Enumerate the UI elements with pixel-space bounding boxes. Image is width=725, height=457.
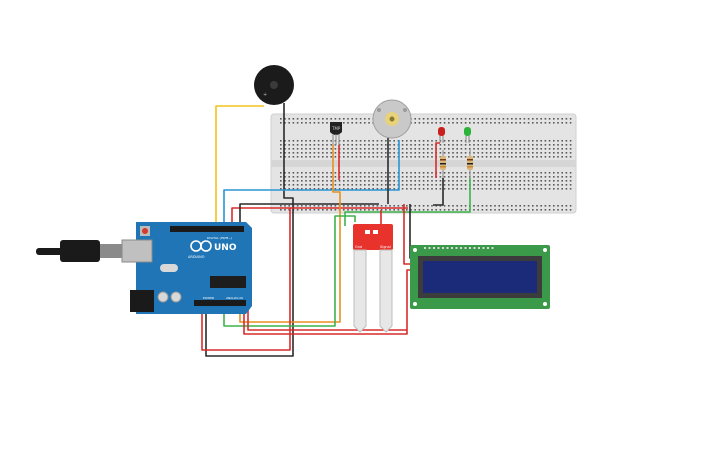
svg-text:TMP: TMP bbox=[331, 126, 341, 131]
breadboard[interactable] bbox=[270, 113, 577, 214]
lcd-screen bbox=[423, 261, 537, 293]
board-logo-text: UNO bbox=[214, 243, 237, 253]
led-red[interactable] bbox=[438, 127, 445, 143]
svg-text:+: + bbox=[263, 92, 267, 98]
wire-orange bbox=[239, 145, 341, 323]
piezo-buzzer[interactable]: + bbox=[254, 65, 294, 105]
lcd-pins bbox=[424, 247, 494, 249]
wire-green-sensor bbox=[223, 215, 356, 327]
led-green[interactable] bbox=[464, 127, 471, 143]
resistor-1[interactable] bbox=[440, 150, 446, 178]
wire-green-top bbox=[344, 178, 471, 226]
board-brand-text: ARDUINO bbox=[188, 255, 205, 259]
arduino-logo bbox=[190, 240, 212, 252]
board-power-label: POWER bbox=[203, 296, 214, 300]
wire-black-top bbox=[239, 203, 379, 226]
wire-red-lcd-3 bbox=[247, 310, 407, 331]
wires bbox=[201, 103, 471, 357]
temperature-sensor[interactable]: TMP bbox=[330, 122, 342, 145]
resistor-2[interactable] bbox=[467, 150, 473, 178]
wire-red-top bbox=[231, 207, 408, 226]
dc-motor[interactable] bbox=[372, 99, 412, 139]
wire-red-bottom bbox=[201, 208, 291, 351]
wire-red-lcd bbox=[403, 204, 412, 265]
wire-black-buzzer bbox=[205, 103, 294, 357]
wire-blue bbox=[223, 140, 400, 226]
sensor-label-left: Gnd bbox=[355, 245, 362, 249]
sensor-label-right: Signal bbox=[380, 245, 391, 249]
usb-plug bbox=[60, 240, 100, 262]
lcd-16x2[interactable] bbox=[410, 245, 550, 309]
soil-moisture-sensor[interactable]: Gnd Signal bbox=[353, 224, 393, 333]
board-digital-label: DIGITAL (PWM~) bbox=[207, 236, 232, 240]
wire-yellow bbox=[215, 105, 264, 226]
usb-cable bbox=[36, 248, 66, 255]
wire-red-lcd-2 bbox=[243, 269, 412, 335]
wire-red-led bbox=[435, 142, 440, 178]
wire-black-led bbox=[433, 178, 444, 206]
board-analog-label: ANALOG IN bbox=[226, 296, 243, 300]
arduino-uno[interactable]: UNO ARDUINO DIGITAL (PWM~) POWER ANALOG … bbox=[36, 222, 252, 314]
